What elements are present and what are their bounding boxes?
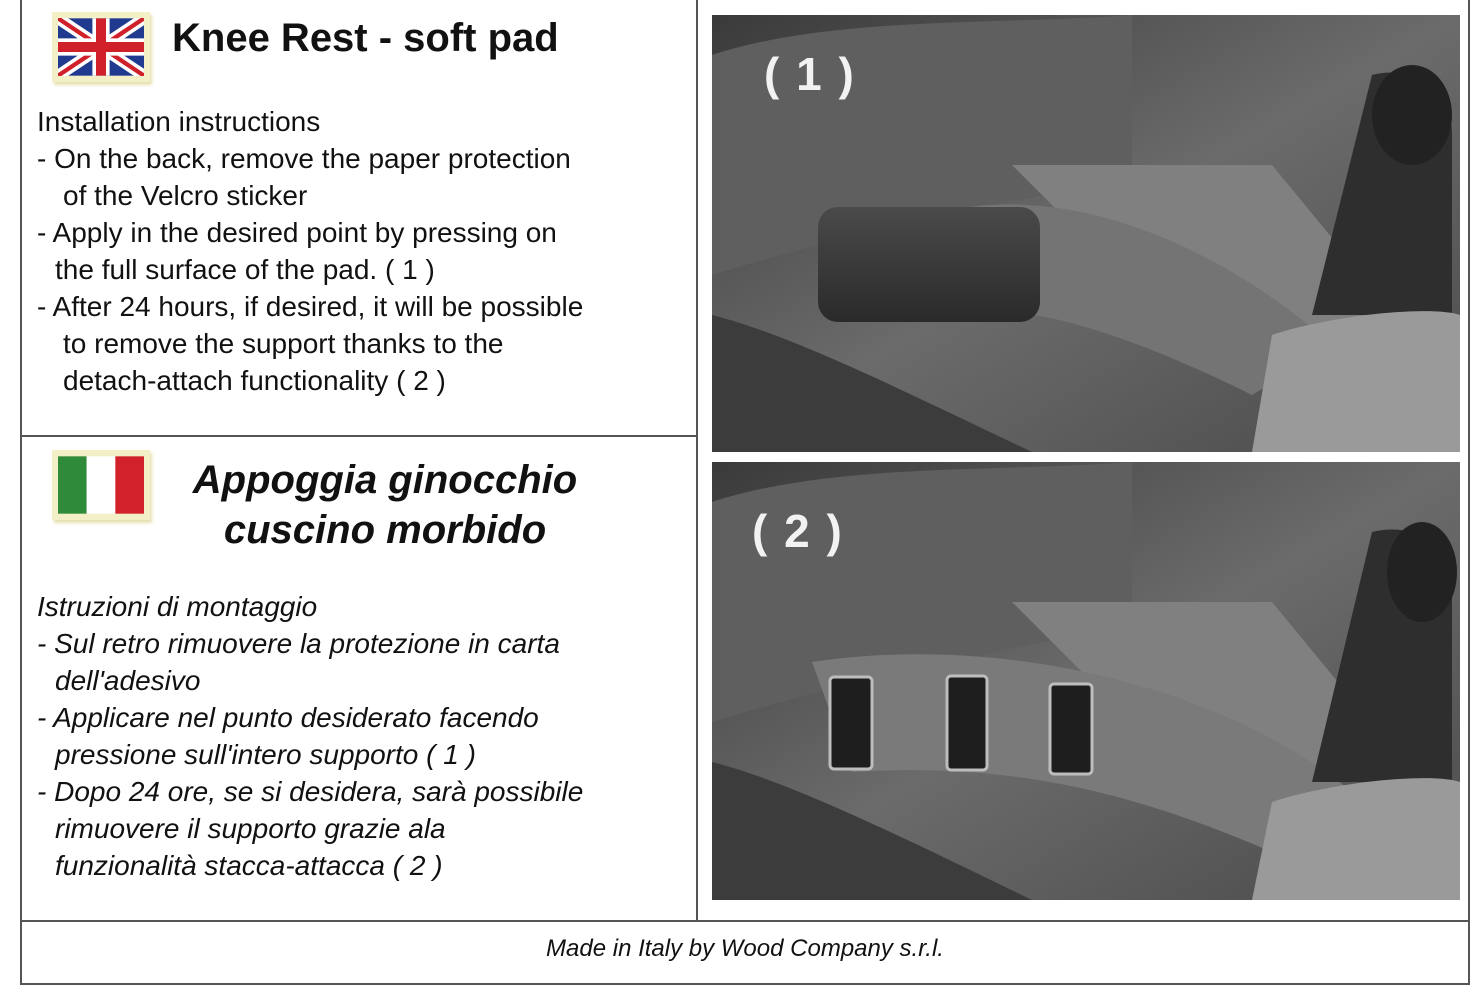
footer-credit: Made in Italy by Wood Company s.r.l. xyxy=(546,935,944,962)
english-instructions: Installation instructions - On the back,… xyxy=(37,103,583,399)
instruction-line: to remove the support thanks to the xyxy=(63,328,504,359)
photo-knee-pad-installed: ( 1 ) xyxy=(712,15,1460,452)
instruction-line: - Dopo 24 ore, se si desidera, sarà poss… xyxy=(37,776,584,807)
instruction-line: the full surface of the pad. ( 1 ) xyxy=(55,254,435,285)
uk-flag-icon xyxy=(52,12,150,82)
italian-title-line: Appoggia ginocchio xyxy=(192,458,578,502)
instruction-line: - On the back, remove the paper protecti… xyxy=(37,143,571,174)
instruction-line: - Applicare nel punto desiderato facendo xyxy=(37,702,539,733)
instruction-line: - After 24 hours, if desired, it will be… xyxy=(37,291,584,322)
instructions-heading: Istruzioni di montaggio xyxy=(37,591,318,622)
italian-instructions: Istruzioni di montaggio - Sul retro rimu… xyxy=(37,588,583,884)
instruction-line: funzionalità stacca-attacca ( 2 ) xyxy=(55,850,443,881)
instruction-line: - Apply in the desired point by pressing… xyxy=(37,217,557,248)
instruction-line: detach-attach functionality ( 2 ) xyxy=(63,365,446,396)
footer-divider xyxy=(20,920,1470,922)
photo-label: ( 1 ) xyxy=(764,48,856,100)
english-title: Knee Rest - soft pad xyxy=(172,16,559,60)
instruction-line: rimuovere il supporto grazie ala xyxy=(55,813,446,844)
document-frame xyxy=(20,0,1470,985)
photo-label: ( 2 ) xyxy=(752,505,844,557)
instruction-line: dell'adesivo xyxy=(55,665,201,696)
instructions-heading: Installation instructions xyxy=(37,106,321,137)
section-divider xyxy=(20,435,697,437)
instruction-line: - Sul retro rimuovere la protezione in c… xyxy=(37,628,560,659)
photo-velcro-strips: ( 2 ) xyxy=(712,462,1460,900)
italian-title-line: cuscino morbido xyxy=(223,508,547,552)
instruction-line: of the Velcro sticker xyxy=(63,180,308,211)
instruction-line: pressione sull'intero supporto ( 1 ) xyxy=(55,739,476,770)
italy-flag-icon xyxy=(52,450,150,520)
vertical-divider xyxy=(696,0,698,921)
italian-title: Appoggia ginocchio cuscino morbido xyxy=(100,455,670,555)
